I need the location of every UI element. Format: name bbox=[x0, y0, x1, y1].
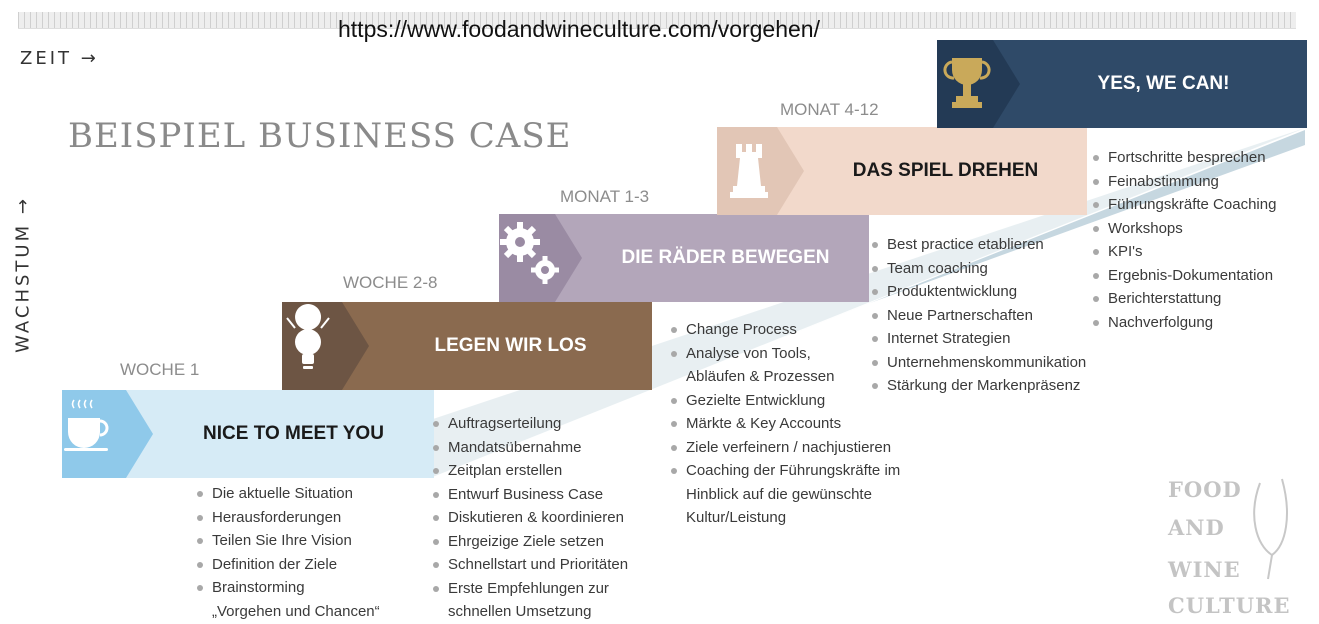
list-item: Brainstorming bbox=[194, 576, 380, 600]
list-item: Ergebnis-Dokumentation bbox=[1090, 264, 1276, 288]
list-item: Produktentwicklung bbox=[869, 280, 1086, 304]
logo-word-2: AND bbox=[1168, 515, 1225, 540]
list-item: Ziele verfeinern / nachjustieren bbox=[668, 436, 900, 460]
list-item: Ehrgeizige Ziele setzen bbox=[430, 530, 628, 554]
list-item: Herausforderungen bbox=[194, 506, 380, 530]
list-item-continued: Abläufen & Prozessen bbox=[686, 368, 835, 385]
chess-rook-icon bbox=[730, 144, 768, 198]
ruler bbox=[18, 12, 1296, 29]
list-item: Nachverfolgung bbox=[1090, 311, 1276, 335]
stage-4-period: MONAT 4-12 bbox=[780, 100, 879, 119]
list-item: Zeitplan erstellen bbox=[430, 459, 628, 483]
list-item: Definition der Ziele bbox=[194, 553, 380, 577]
growth-ramp bbox=[430, 130, 1305, 478]
list-item: Schnellstart und Prioritäten bbox=[430, 553, 628, 577]
list-item: Unternehmenskommunikation bbox=[869, 351, 1086, 375]
list-item-continued: Kultur/Leistung bbox=[686, 509, 787, 526]
logo-word-4: CULTURE bbox=[1168, 593, 1291, 618]
lightbulb-icon bbox=[286, 304, 330, 369]
gears-icon bbox=[500, 222, 559, 284]
list-item: KPI's bbox=[1090, 240, 1276, 264]
list-item: Workshops bbox=[1090, 217, 1276, 241]
stage-2-list: Auftragserteilung Mandatsübernahme Zeitp… bbox=[430, 412, 628, 624]
list-item-continued: Hinblick auf die gewünschte bbox=[686, 485, 872, 503]
list-item: Auftragserteilung bbox=[430, 412, 628, 436]
list-item: Change Process bbox=[668, 318, 900, 342]
stage-1-heading: NICE TO MEET YOU bbox=[203, 423, 384, 444]
growth-ramp-band bbox=[430, 128, 1305, 478]
stage-3-period: MONAT 1-3 bbox=[560, 187, 650, 206]
list-item: Die aktuelle Situation bbox=[194, 482, 380, 506]
list-item: Teilen Sie Ihre Vision bbox=[194, 529, 380, 553]
stage-4-heading: DAS SPIEL DREHEN bbox=[852, 160, 1039, 181]
stage-2-heading: LEGEN WIR LOS bbox=[434, 335, 587, 356]
source-url: https://www.foodandwineculture.com/vorge… bbox=[338, 16, 820, 42]
stage-1-period: WOCHE 1 bbox=[120, 360, 200, 379]
stage-4-list: Best practice etablieren Team coaching P… bbox=[869, 233, 1086, 398]
logo-word-1: FOOD bbox=[1168, 477, 1242, 502]
list-item: Diskutieren & koordinieren bbox=[430, 506, 628, 530]
list-item: Feinabstimmung bbox=[1090, 170, 1276, 194]
coffee-cup-icon bbox=[64, 399, 109, 451]
list-item: Entwurf Business Case bbox=[430, 483, 628, 507]
stage-2-period: WOCHE 2-8 bbox=[343, 273, 438, 292]
list-item: Berichterstattung bbox=[1090, 287, 1276, 311]
list-item: Neue Partnerschaften bbox=[869, 304, 1086, 328]
list-item: Analyse von Tools, bbox=[668, 342, 900, 366]
stage-3-heading: DIE RÄDER BEWEGEN bbox=[621, 247, 830, 268]
stage-5-heading: YES, WE CAN! bbox=[1097, 73, 1230, 94]
stage-1-list: Die aktuelle Situation Herausforderungen… bbox=[194, 482, 380, 623]
x-axis-label: ZEIT → bbox=[20, 48, 99, 69]
list-item: Coaching der Führungskräfte im bbox=[668, 459, 900, 483]
food-and-wine-culture-logo: FOOD AND WINE CULTURE bbox=[1160, 475, 1310, 618]
diagram-title: BEISPIEL BUSINESS CASE bbox=[68, 116, 572, 156]
list-item: Märkte & Key Accounts bbox=[668, 412, 900, 436]
logo-word-3: WINE bbox=[1168, 557, 1241, 582]
list-item-continued: schnellen Umsetzung bbox=[448, 603, 592, 620]
trophy-icon bbox=[943, 58, 991, 108]
list-item-continued: „Vorgehen und Chancen“ bbox=[212, 602, 380, 620]
list-item: Mandatsübernahme bbox=[430, 436, 628, 460]
list-item: Gezielte Entwicklung bbox=[668, 389, 900, 413]
list-item: Internet Strategien bbox=[869, 327, 1086, 351]
list-item: Best practice etablieren bbox=[869, 233, 1086, 257]
list-item: Erste Empfehlungen zur bbox=[430, 577, 628, 601]
stage-5-list: Fortschritte besprechen Feinabstimmung F… bbox=[1090, 146, 1276, 334]
list-item: Fortschritte besprechen bbox=[1090, 146, 1276, 170]
list-item: Führungskräfte Coaching bbox=[1090, 193, 1276, 217]
stage-3-list: Change Process Analyse von Tools, Abläuf… bbox=[668, 318, 900, 530]
list-item: Team coaching bbox=[869, 257, 1086, 281]
wine-glass-icon bbox=[1253, 478, 1288, 580]
list-item: Stärkung der Markenpräsenz bbox=[869, 374, 1086, 398]
step-1-icon-box bbox=[62, 390, 153, 478]
